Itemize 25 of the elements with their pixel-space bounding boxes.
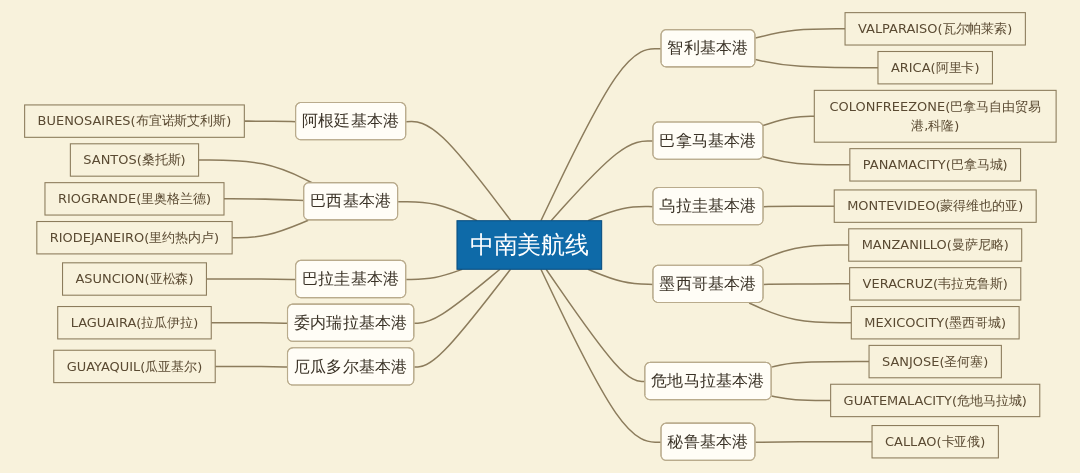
node-box: MONTEVIDEO(蒙得维也的亚) (833, 189, 1037, 223)
node-box: RIODEJANEIRO(里约热内卢) (35, 221, 233, 255)
node-box: PANAMACITY(巴拿马城) (848, 148, 1021, 182)
node-box: VALPARAISO(瓦尔帕莱索) (844, 12, 1026, 46)
node-box: COLONFREEZONE(巴拿马自由贸易港,科隆) (813, 89, 1057, 143)
connector (231, 219, 309, 239)
node-box: BUENOSAIRES(布宜诺斯艾利斯) (23, 104, 245, 138)
connector (405, 268, 463, 281)
connector (413, 268, 501, 324)
node-box: MANZANILLO(曼萨尼略) (847, 228, 1022, 262)
connector (405, 120, 512, 222)
node-box: SANTOS(桑托斯) (69, 143, 199, 177)
node-box: CALLAO(卡亚俄) (871, 425, 999, 459)
connector (413, 268, 511, 368)
connector (397, 200, 478, 222)
node-box: LAGUAIRA(拉瓜伊拉) (56, 306, 212, 340)
node-box: SANJOSE(圣何塞) (868, 344, 1002, 379)
node-box: MEXICOCITY(墨西哥城) (850, 306, 1020, 340)
node-box: ASUNCION(亚松森) (61, 262, 207, 296)
node-box: RIOGRANDE(里奥格兰德) (44, 182, 225, 216)
node-box: ARICA(阿里卡) (877, 50, 993, 85)
node-box: 中南美航线 (456, 220, 602, 270)
node-box: VERACRUZ(韦拉克鲁斯) (848, 267, 1021, 301)
node-box: GUATEMALACITY(危地马拉城) (829, 383, 1040, 418)
node-box: GUAYAQUIL(瓜亚基尔) (52, 349, 216, 384)
